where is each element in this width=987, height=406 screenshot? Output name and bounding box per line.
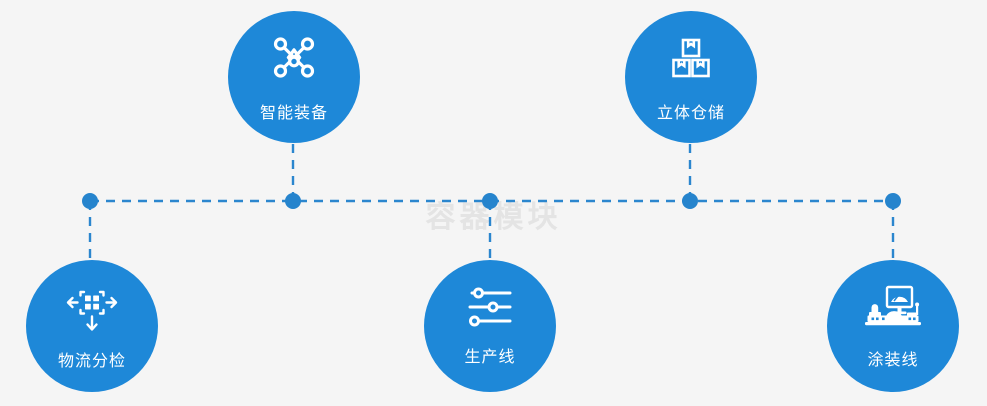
sorting-arrows-icon bbox=[66, 281, 118, 333]
sliders-icon bbox=[464, 285, 516, 329]
node-logistics-sorting[interactable]: 物流分检 bbox=[26, 260, 158, 392]
junction-dot-stereoscopic-warehouse bbox=[682, 193, 698, 209]
node-production-line[interactable]: 生产线 bbox=[424, 260, 556, 392]
paint-machine-icon bbox=[861, 282, 925, 332]
node-painting-line[interactable]: 涂装线 bbox=[827, 260, 959, 392]
node-label-logistics-sorting: 物流分检 bbox=[57, 353, 126, 370]
junction-dot-painting-line bbox=[885, 193, 901, 209]
junction-dot-smart-equipment bbox=[285, 193, 301, 209]
junction-dot-production-line bbox=[482, 193, 498, 209]
node-label-smart-equipment: 智能装备 bbox=[259, 105, 328, 122]
network-nodes-icon bbox=[269, 33, 319, 83]
node-label-painting-line: 涂装线 bbox=[867, 352, 919, 369]
node-label-stereoscopic-warehouse: 立体仓储 bbox=[656, 105, 725, 122]
junction-dot-logistics-sorting bbox=[82, 193, 98, 209]
node-stereoscopic-warehouse[interactable]: 立体仓储 bbox=[625, 11, 757, 143]
stacked-boxes-icon bbox=[666, 33, 716, 83]
node-smart-equipment[interactable]: 智能装备 bbox=[228, 11, 360, 143]
node-label-production-line: 生产线 bbox=[464, 349, 516, 366]
